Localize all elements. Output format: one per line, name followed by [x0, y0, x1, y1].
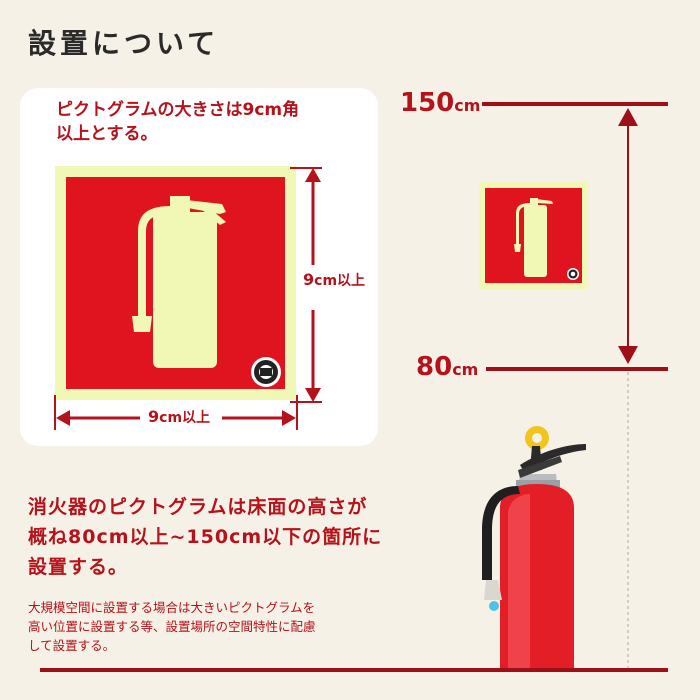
height-guide-lines	[40, 102, 668, 672]
card-caption-line1: ピクトグラムの大きさは9cm角	[56, 100, 300, 120]
large-pictogram-sign	[55, 166, 296, 400]
sub-description-line3: して設置する。	[28, 638, 116, 653]
small-pictogram-sign	[479, 182, 588, 289]
page-title: 設置について	[28, 27, 220, 60]
card-caption-line2: 以上とする。	[56, 124, 158, 144]
lower-height-label: 80cm	[416, 352, 478, 382]
width-value: 9	[148, 407, 160, 426]
fire-extinguisher-pictogram-icon	[132, 196, 226, 368]
upper-height-label: 150cm	[400, 88, 480, 118]
card-caption: ピクトグラムの大きさは9cm角 以上とする。	[56, 98, 356, 146]
sub-description-line2: 高い位置に設置する等、設置場所の空間特性に配慮	[28, 619, 316, 634]
emblem-icon	[251, 357, 281, 387]
fire-extinguisher-pictogram-icon-small	[514, 198, 553, 277]
sub-description: 大規模空間に設置する場合は大きいピクトグラムを 高い位置に設置する等、設置場所の…	[28, 598, 398, 655]
main-description-line2: 概ね80cm以上~150cm以下の箇所に	[28, 526, 383, 548]
fire-extinguisher-illustration	[482, 426, 586, 668]
sub-description-line1: 大規模空間に設置する場合は大きいピクトグラムを	[28, 600, 316, 615]
width-dimension-label: 9cm以上	[148, 407, 210, 427]
width-unit: cm以上	[159, 410, 211, 426]
upper-height-value: 150	[400, 88, 455, 118]
width-dimension-line	[54, 395, 298, 430]
main-description: 消火器のピクトグラムは床面の高さが 概ね80cm以上~150cm以下の箇所に 設…	[28, 492, 418, 582]
height-value: 9	[303, 270, 315, 289]
main-description-line1: 消火器のピクトグラムは床面の高さが	[28, 496, 368, 518]
main-description-line3: 設置する。	[28, 556, 129, 578]
upper-height-unit: cm	[454, 96, 481, 115]
lower-height-value: 80	[416, 352, 453, 382]
height-unit: cm以上	[314, 273, 366, 289]
emblem-icon-small	[567, 268, 579, 280]
height-dimension-line	[290, 167, 322, 403]
lower-height-unit: cm	[452, 360, 479, 379]
height-dimension-label: 9cm以上	[303, 270, 365, 290]
